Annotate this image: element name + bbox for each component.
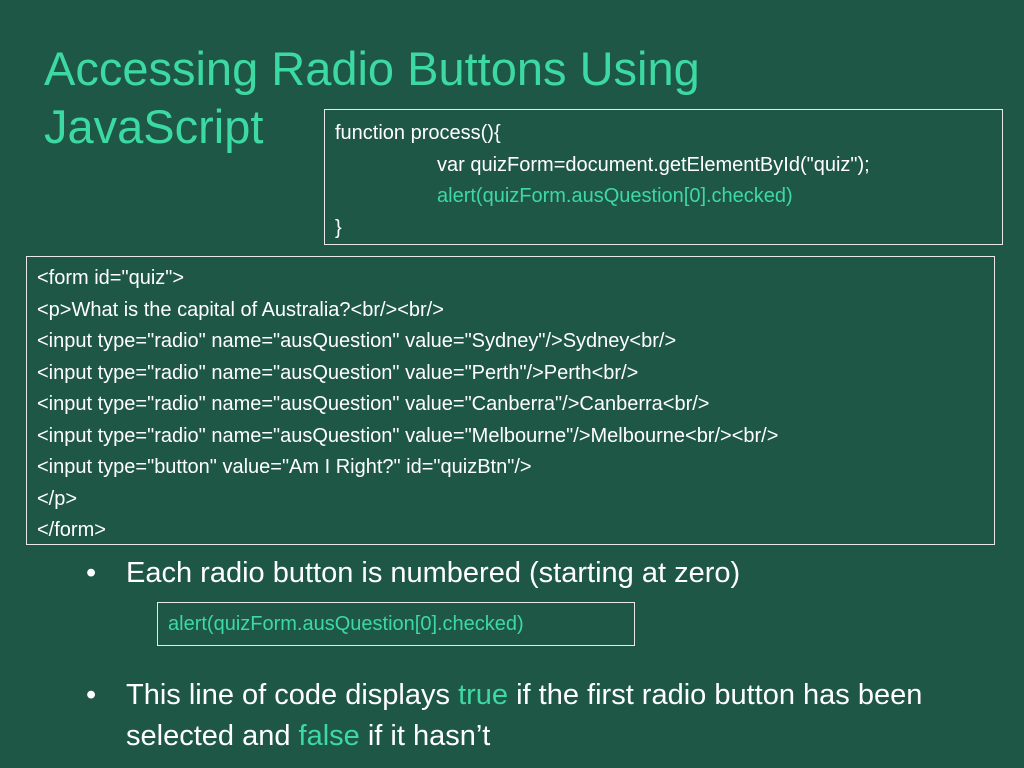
inline-code-box: alert(quizForm.ausQuestion[0].checked) (157, 602, 635, 646)
code-line-question: <p>What is the capital of Australia?<br/… (37, 298, 444, 321)
code-line-radio-canberra: <input type="radio" name="ausQuestion" v… (37, 393, 710, 415)
code-line-function-declaration: function process(){ (335, 122, 501, 144)
code-line-radio-sydney: <input type="radio" name="ausQuestion" v… (37, 330, 677, 352)
form-code-box: <form id="quiz"> <p>What is the capital … (26, 256, 995, 545)
bullet-marker: • (86, 557, 97, 589)
keyword-false: false (298, 720, 360, 752)
code-line-alert: alert(quizForm.ausQuestion[0].checked) (437, 185, 793, 207)
code-line-button: <input type="button" value="Am I Right?"… (37, 456, 532, 478)
bullet-text: This line of code displays true if the f… (126, 675, 946, 757)
function-code-box: function process(){ var quizForm=documen… (324, 109, 1003, 245)
code-line-radio-melbourne: <input type="radio" name="ausQuestion" v… (37, 424, 779, 447)
slide-title-line-2: JavaScript (44, 100, 264, 153)
code-line-p-close: </p> (37, 487, 78, 510)
keyword-true: true (458, 679, 509, 711)
bullet-text-part-2: if the first radio button has been selec… (126, 679, 923, 752)
code-line-var-quizform: var quizForm=document.getElementById("qu… (437, 153, 870, 176)
code-line-closing-brace: } (335, 216, 342, 239)
bullet-marker: • (86, 679, 97, 711)
code-line-form-open: <form id="quiz"> (37, 267, 185, 289)
bullet-text-part-3: if it hasn’t (359, 720, 491, 752)
bullet-text: Each radio button is numbered (starting … (126, 557, 741, 589)
slide-title: Accessing Radio Buttons Using JavaScript (44, 40, 804, 156)
slide-title-line-1: Accessing Radio Buttons Using (44, 42, 700, 95)
code-line-form-close: </form> (37, 519, 106, 541)
code-line-radio-perth: <input type="radio" name="ausQuestion" v… (37, 361, 639, 384)
bullet-text-part-1: This line of code displays (126, 679, 459, 711)
